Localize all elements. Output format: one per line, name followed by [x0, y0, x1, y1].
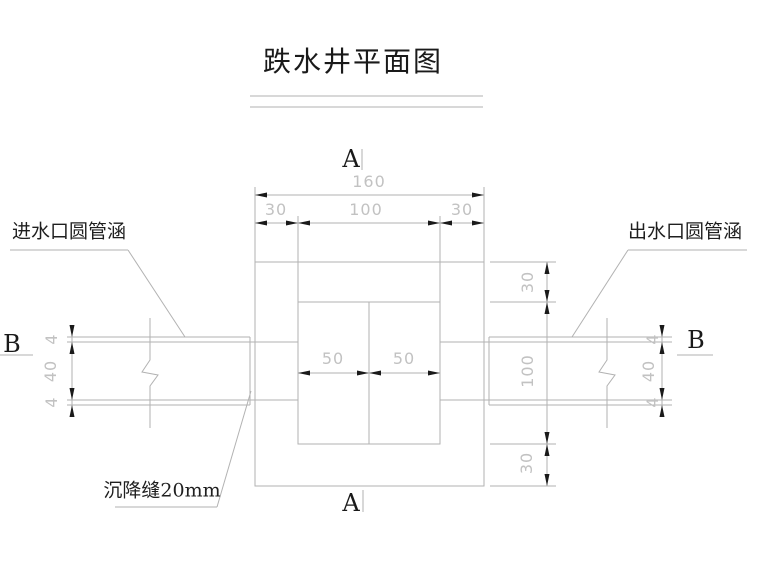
dim-inner-right: 50: [392, 349, 416, 368]
pipe-break-symbol-left: [141, 318, 159, 428]
dim-inner-left: 50: [321, 349, 345, 368]
dim-left-pipe-wall-top: 4: [42, 333, 61, 345]
dim-right-inner: 100: [518, 354, 537, 388]
dim-right-pipe-wall-bottom: 4: [643, 396, 662, 408]
joint-callout-label: 沉降缝20mm: [103, 479, 221, 502]
outlet-callout-label: 出水口圆管涵: [627, 220, 743, 243]
dim-right-bottom-wall: 30: [517, 451, 536, 475]
dim-top-left-wall: 30: [264, 200, 288, 219]
dimension-arrowheads: [69, 192, 665, 486]
inlet-pipe: [67, 318, 298, 428]
dim-top-inner: 100: [349, 200, 383, 219]
drawing-title: 跌水井平面图: [262, 45, 444, 78]
dim-total-width: 160: [352, 172, 386, 191]
outlet-pipe: [440, 318, 672, 428]
dim-right-pipe-wall-top: 4: [643, 333, 662, 345]
section-marker-a-top: A: [342, 145, 360, 173]
inlet-callout-label: 进水口圆管涵: [11, 220, 127, 243]
dim-left-pipe-bore: 40: [41, 359, 60, 383]
section-marker-a-bottom: A: [342, 489, 360, 517]
dim-left-pipe-wall-bottom: 4: [42, 396, 61, 408]
well-outline: [254, 261, 485, 487]
pipe-break-symbol-right: [598, 318, 616, 428]
title-underline: [250, 95, 483, 108]
leader-lines: [10, 249, 747, 508]
section-marker-b-left: B: [3, 330, 21, 358]
dim-right-pipe-bore: 40: [639, 359, 658, 383]
section-marks: [0, 149, 713, 512]
dim-right-top-wall: 30: [518, 270, 537, 294]
dim-top-right-wall: 30: [450, 200, 474, 219]
pipe-dimension-lines: [71, 325, 663, 417]
section-marker-b-right: B: [687, 326, 705, 354]
